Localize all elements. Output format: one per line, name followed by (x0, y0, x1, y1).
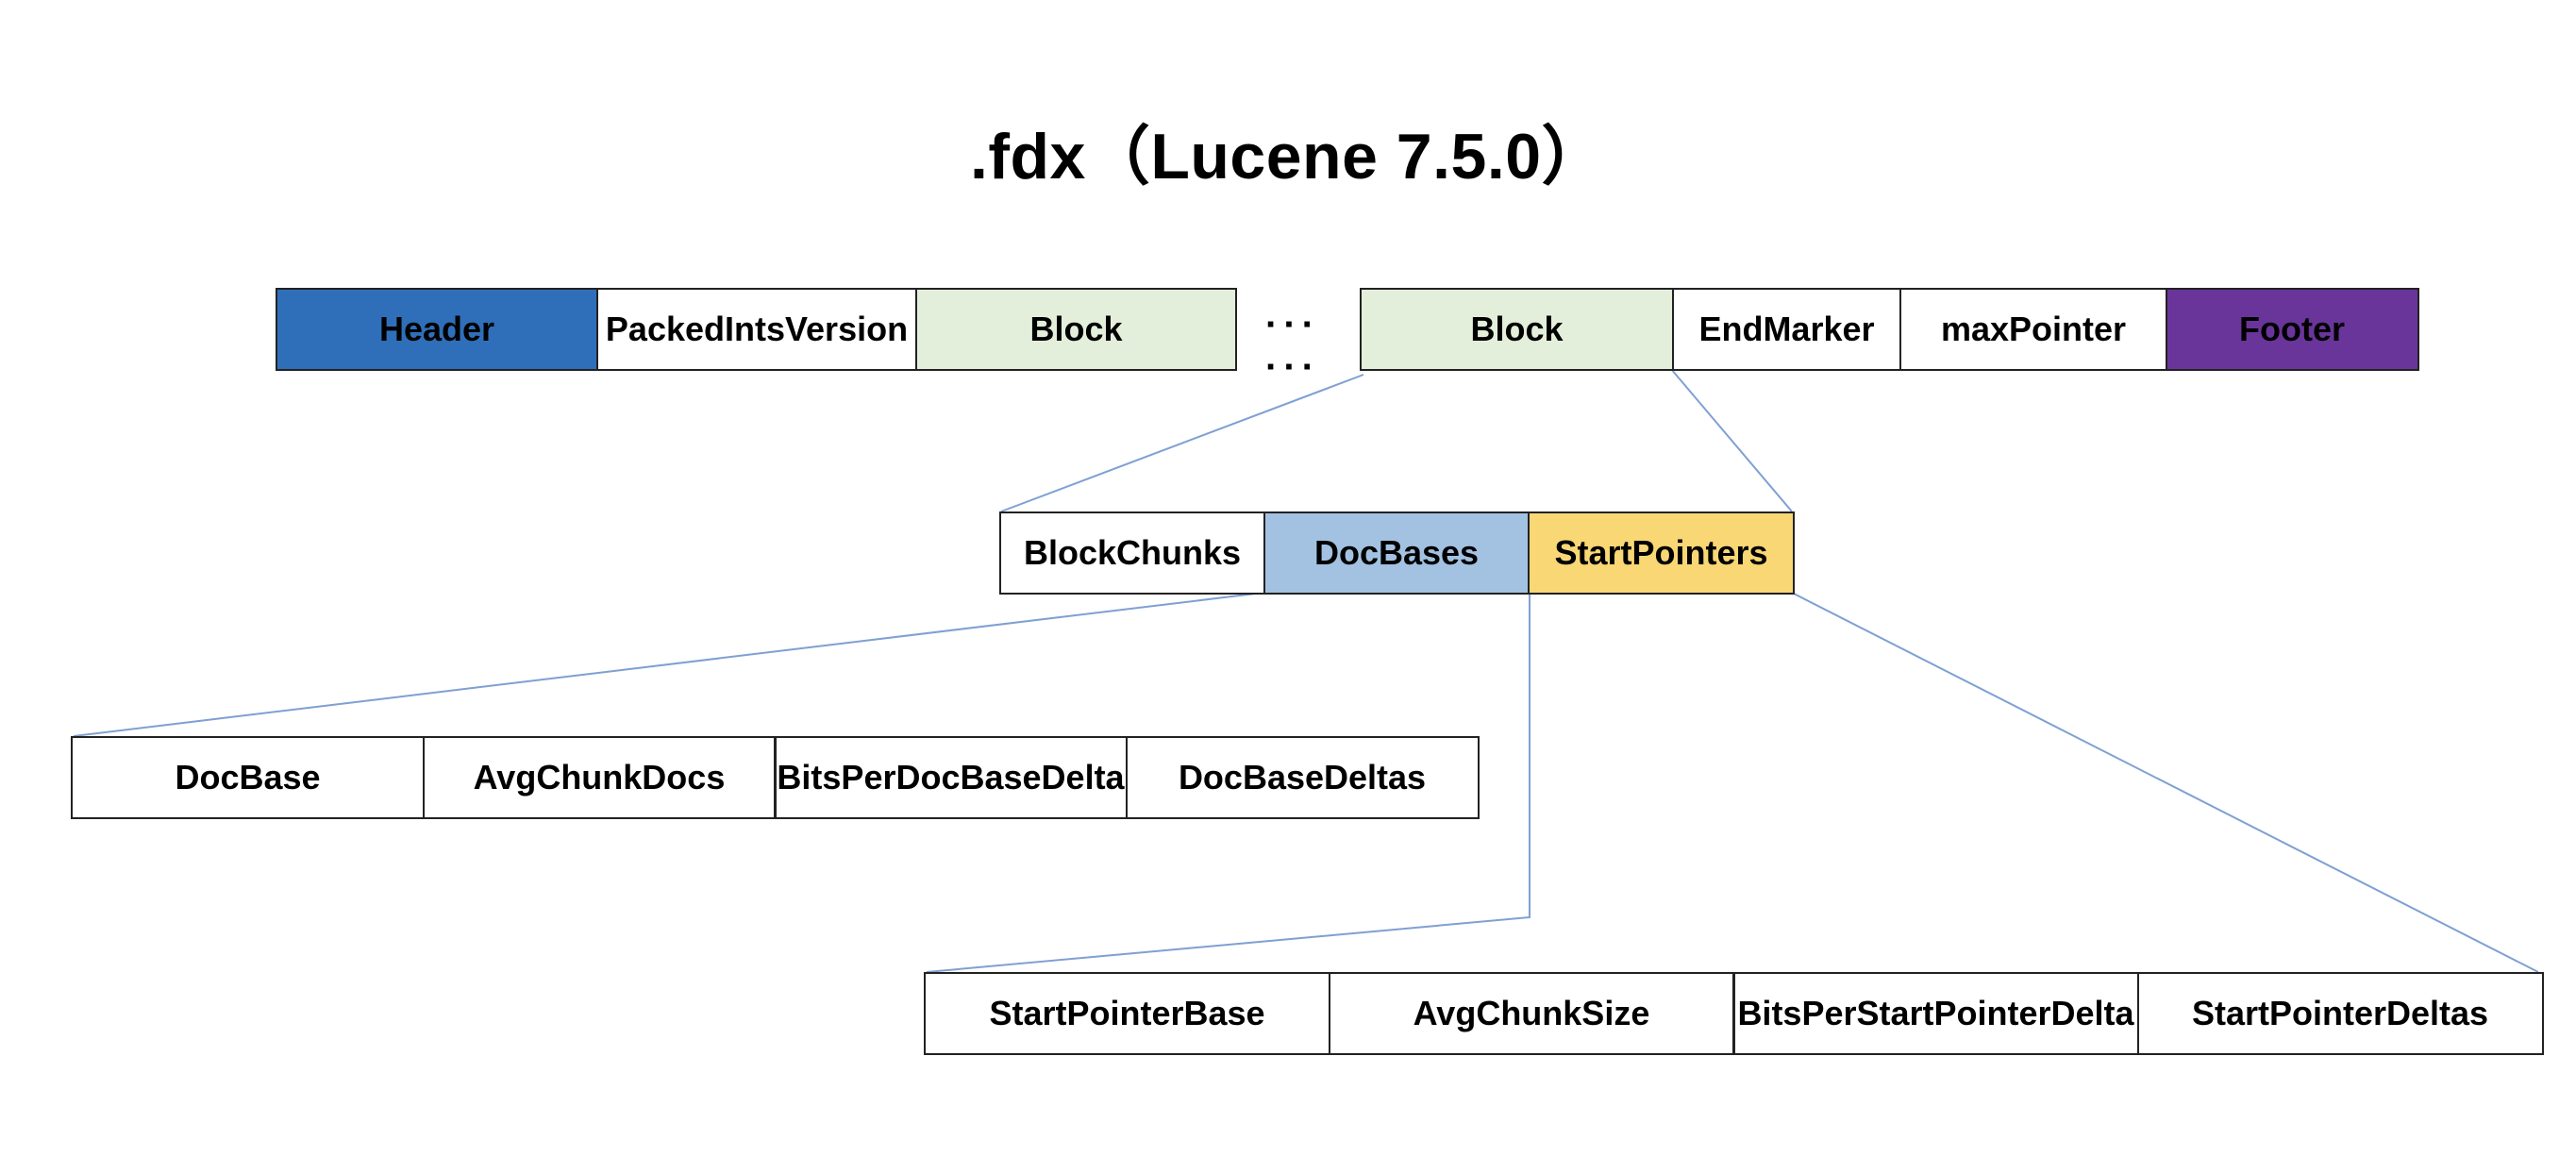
block-cell-last: Block (1360, 288, 1674, 371)
doc-base-deltas-cell: DocBaseDeltas (1125, 736, 1480, 819)
connector-docbases-left (73, 592, 1264, 737)
connector-startpointers-left (926, 595, 1531, 973)
fdx-file-row-tail: Block EndMarker maxPointer Footer (1360, 288, 2419, 371)
docbases-expansion-row: DocBase AvgChunkDocs BitsPerDocBaseDelta… (71, 736, 1480, 819)
avg-chunk-size-cell: AvgChunkSize (1328, 972, 1735, 1055)
connector-startpointers-right (1791, 592, 2539, 973)
doc-base-cell: DocBase (71, 736, 425, 819)
connector-block-right (1670, 368, 1793, 512)
bits-per-start-pointer-delta-cell: BitsPerStartPointerDelta (1732, 972, 2139, 1055)
start-pointer-base-cell: StartPointerBase (924, 972, 1330, 1055)
diagram-title: .fdx（Lucene 7.5.0） (969, 121, 1607, 193)
footer-cell: Footer (2165, 288, 2419, 371)
bits-per-doc-base-delta-cell: BitsPerDocBaseDelta (774, 736, 1128, 819)
connector-block-left (1000, 374, 1364, 512)
block-cell-first: Block (915, 288, 1237, 371)
ellipsis: ··· ··· (1265, 304, 1320, 388)
start-pointers-cell: StartPointers (1528, 511, 1795, 595)
packed-ints-version-cell: PackedIntsVersion (595, 288, 918, 371)
block-chunks-cell: BlockChunks (999, 511, 1265, 595)
max-pointer-cell: maxPointer (1899, 288, 2167, 371)
block-expansion-row: BlockChunks DocBases StartPointers (999, 511, 1795, 595)
startpointers-expansion-row: StartPointerBase AvgChunkSize BitsPerSta… (924, 972, 2544, 1055)
avg-chunk-docs-cell: AvgChunkDocs (422, 736, 777, 819)
start-pointer-deltas-cell: StartPointerDeltas (2136, 972, 2544, 1055)
header-cell: Header (276, 288, 598, 371)
fdx-file-row: Header PackedIntsVersion Block (276, 288, 1237, 371)
end-marker-cell: EndMarker (1671, 288, 1902, 371)
doc-bases-cell: DocBases (1263, 511, 1531, 595)
